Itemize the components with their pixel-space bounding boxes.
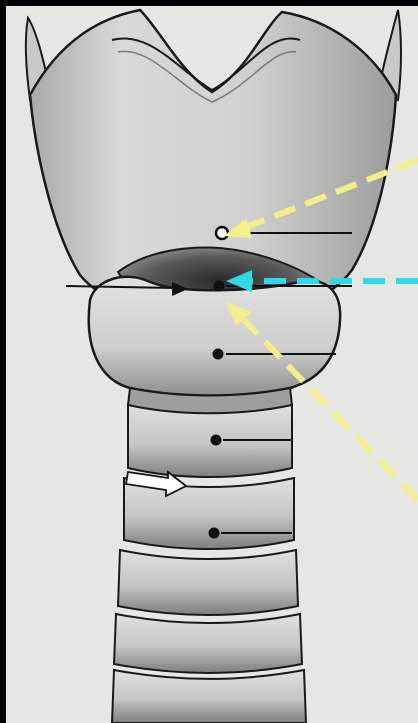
tracheal-ring xyxy=(118,550,298,615)
tracheal-ring xyxy=(112,670,306,723)
landmark-dot-thyroid xyxy=(216,227,228,239)
landmark-dot-ring2 xyxy=(209,528,220,539)
tracheal-ring xyxy=(114,614,302,673)
landmark-dot-membrane xyxy=(214,281,225,292)
landmark-dot-cricoid xyxy=(213,349,224,360)
landmark-dot-ring1 xyxy=(211,435,222,446)
tracheal-ring xyxy=(124,478,294,549)
